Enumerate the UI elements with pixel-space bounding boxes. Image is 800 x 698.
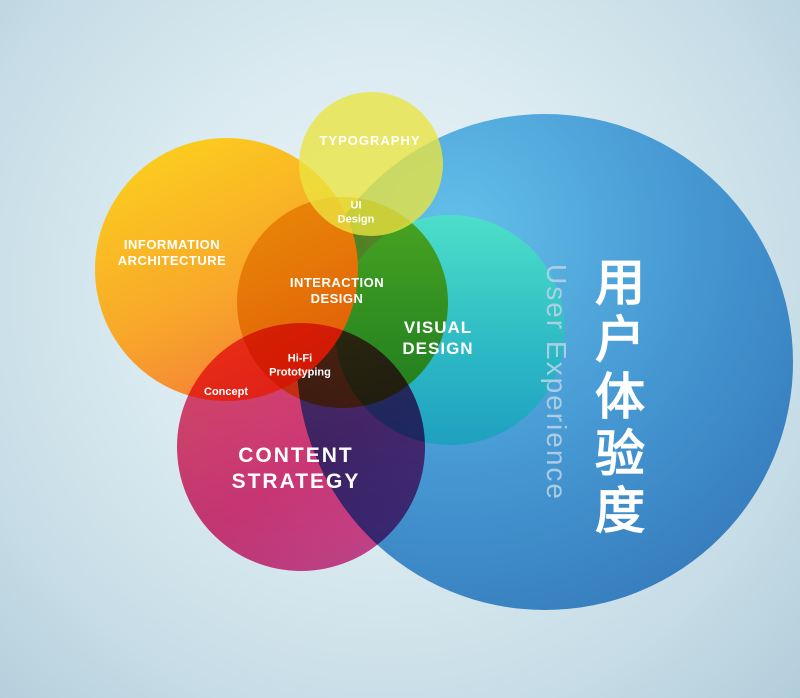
- circle-content-strategy: [177, 323, 425, 571]
- label-content-strategy: CONTENT STRATEGY: [232, 443, 361, 496]
- label-hifi-prototyping: Hi-Fi Prototyping: [269, 352, 331, 380]
- circle-typography: [299, 92, 443, 236]
- label-ui-design: UI Design: [338, 199, 375, 227]
- label-interaction-design-line1: INTERACTION: [289, 274, 385, 290]
- label-interaction-design-line2: DESIGN: [310, 291, 364, 306]
- label-concept: Concept: [204, 386, 248, 400]
- label-content-strategy-line1: CONTENT: [238, 443, 354, 467]
- label-information-architecture: INFORMATION ARCHITECTURE: [118, 237, 227, 270]
- label-content-strategy-line2: STRATEGY: [231, 470, 361, 493]
- label-visual-design-line2: DESIGN: [402, 339, 474, 358]
- label-information-architecture-line2: ARCHITECTURE: [117, 253, 227, 268]
- label-typography-text: TYPOGRAPHY: [319, 132, 421, 148]
- label-user-experience-cn: 用户体验度: [587, 256, 645, 541]
- label-hifi-prototyping-line2: Prototyping: [269, 366, 331, 378]
- label-typography: TYPOGRAPHY: [319, 133, 420, 149]
- label-visual-design: VISUAL DESIGN: [402, 317, 473, 360]
- label-user-experience-en: User Experience: [541, 264, 572, 501]
- label-hifi-prototyping-line1: Hi-Fi: [287, 352, 313, 365]
- label-ui-design-line2: Design: [337, 213, 375, 225]
- label-ui-design-line1: UI: [350, 199, 362, 212]
- label-concept-text: Concept: [204, 386, 248, 399]
- label-information-architecture-line1: INFORMATION: [123, 236, 221, 252]
- label-visual-design-line1: VISUAL: [403, 317, 473, 337]
- label-interaction-design: INTERACTION DESIGN: [290, 275, 384, 308]
